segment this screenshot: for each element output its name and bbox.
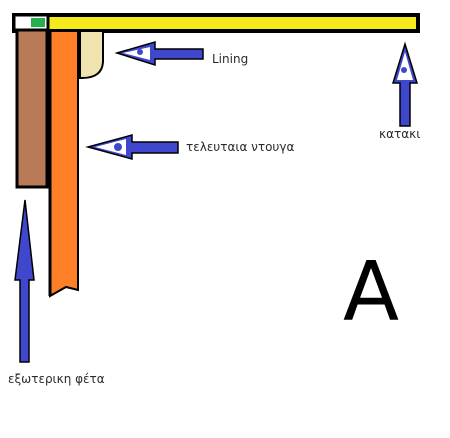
arrow-icon bbox=[85, 134, 179, 160]
arrow-icon bbox=[14, 199, 35, 363]
outer-slice-block bbox=[15, 28, 49, 189]
top-rail bbox=[12, 13, 420, 33]
label-last-coat: τελευταια ντουγα bbox=[186, 140, 295, 154]
arrow-icon bbox=[391, 41, 419, 127]
arrow-icon bbox=[114, 41, 204, 67]
top-rail-green-block bbox=[31, 18, 45, 27]
label-katakia: κατακι bbox=[379, 127, 421, 141]
big-letter-a: A bbox=[343, 245, 400, 340]
label-lining: Lining bbox=[212, 52, 249, 66]
label-outer-slice: εξωτερικη φέτα bbox=[8, 372, 105, 386]
lining-piece bbox=[79, 30, 104, 79]
last-coat-block bbox=[49, 30, 79, 298]
